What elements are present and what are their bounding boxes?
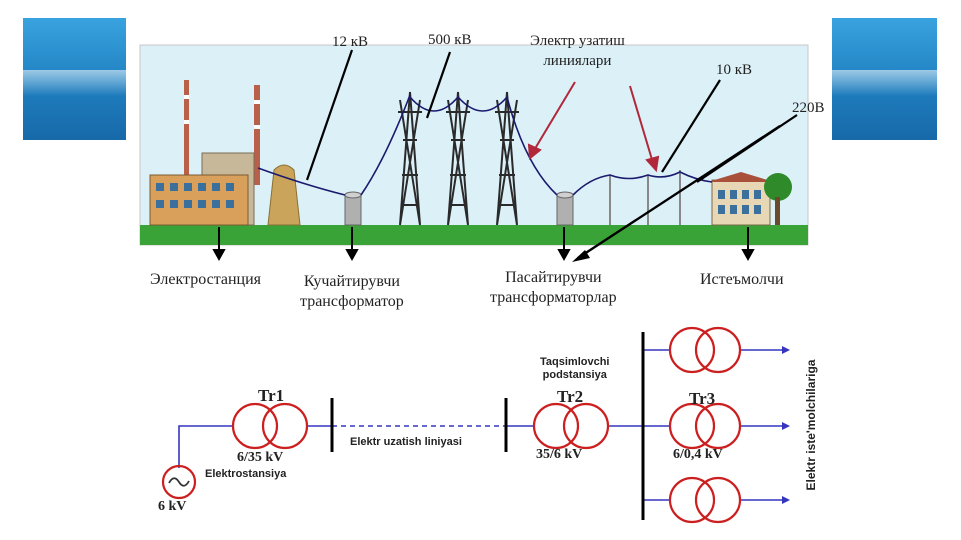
schematic	[161, 326, 790, 524]
tr3-name: Tr3	[689, 389, 716, 408]
tr3-ratio: 6/0,4 kV	[673, 447, 723, 462]
caption-step-up-transformer: Кучайтирувчи трансформатор	[300, 273, 404, 310]
caption-power-station: Электростанция	[150, 271, 262, 288]
tr2-coil-b	[562, 402, 610, 450]
generator-voltage: 6 kV	[158, 499, 187, 514]
transmission-line-arrows	[527, 81, 660, 173]
label-500kv: 500 кВ	[428, 32, 472, 48]
label-10kv: 10 кВ	[716, 62, 753, 78]
caption-consumer: Истеъмолчи	[700, 271, 784, 288]
illustration	[139, 44, 809, 262]
transmission-towers-icon	[398, 91, 519, 226]
tr1-coil-a	[231, 402, 279, 450]
caption-step-down-transformers: Пасайтирувчи трансформаторлар	[490, 269, 617, 306]
consumers-label: Elektr iste'molchilariga	[804, 359, 818, 491]
ground	[140, 225, 808, 245]
corner-decoration-left	[23, 18, 126, 140]
tr2-substation-label: Taqsimlovchi podstansiya	[540, 356, 610, 381]
label-220v: 220В	[792, 100, 825, 116]
tr-top-coil-b	[694, 326, 742, 374]
caption-arrows	[212, 227, 755, 262]
step-down-pointer	[572, 124, 781, 262]
label-transmission-lines: Электр узатиш линиялари	[530, 33, 625, 69]
distribution-poles-icon	[609, 170, 681, 225]
label-12kv: 12 кВ	[332, 34, 369, 50]
busbars	[330, 332, 645, 520]
tr-bottom-coil-b	[694, 476, 742, 524]
generator-label: Elektrostansiya	[205, 468, 287, 480]
tr2-name: Tr2	[557, 387, 584, 406]
tr2-coil-a	[532, 402, 580, 450]
tr-bottom-coil-a	[668, 476, 716, 524]
step-up-transformer-icon	[344, 191, 362, 226]
tr3-coil-b	[694, 402, 742, 450]
tr2-ratio: 35/6 kV	[536, 447, 583, 462]
step-down-transformer-icon	[556, 191, 574, 226]
wires	[257, 94, 713, 196]
transformers	[231, 326, 742, 524]
schematic-wires	[178, 349, 782, 501]
generator-icon	[161, 464, 197, 500]
consumer-house-icon	[708, 172, 792, 226]
transmission-line-label: Elektr uzatish liniyasi	[350, 436, 462, 448]
tr1-ratio: 6/35 kV	[237, 450, 284, 465]
tr1-coil-b	[261, 402, 309, 450]
consumer-arrows	[782, 346, 790, 504]
tr-top-coil-a	[668, 326, 716, 374]
tr1-name: Tr1	[258, 386, 285, 405]
tr3-coil-a	[668, 402, 716, 450]
corner-decoration-right	[832, 18, 937, 140]
